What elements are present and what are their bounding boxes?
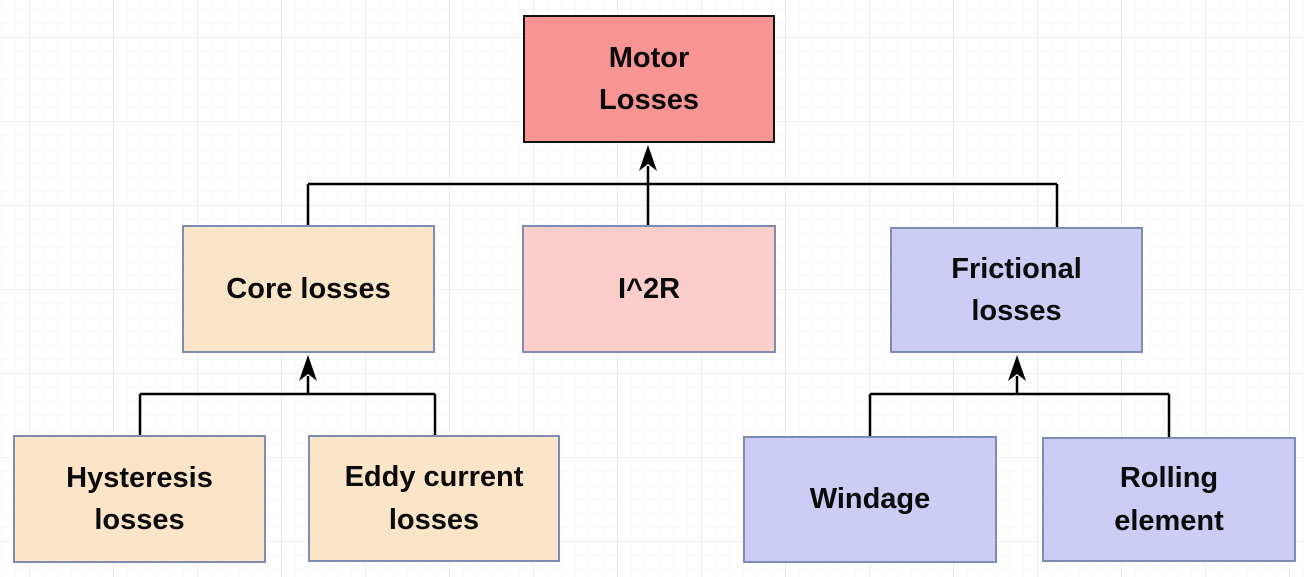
node-core-losses: Core losses bbox=[182, 225, 435, 353]
node-motor-losses-label: Motor Losses bbox=[599, 41, 699, 116]
arrowhead-up-icon bbox=[1008, 355, 1026, 381]
node-windage: Windage bbox=[743, 436, 997, 563]
node-frictional-losses-label: Frictional losses bbox=[951, 252, 1082, 327]
node-hysteresis-losses: Hysteresis losses bbox=[13, 435, 266, 563]
arrowhead-up-icon bbox=[299, 355, 317, 381]
node-rolling-element-label: Rolling element bbox=[1114, 462, 1224, 537]
connector-children-to-core-losses bbox=[138, 355, 437, 435]
node-rolling-element: Rolling element bbox=[1042, 437, 1296, 562]
connector-children-to-motor-losses bbox=[306, 145, 1059, 227]
arrowhead-up-icon bbox=[639, 145, 657, 171]
node-core-losses-label: Core losses bbox=[226, 272, 391, 305]
node-motor-losses: Motor Losses bbox=[523, 15, 775, 143]
node-windage-label: Windage bbox=[809, 483, 931, 516]
node-eddy-current-losses: Eddy current losses bbox=[308, 435, 560, 562]
node-hysteresis-losses-label: Hysteresis losses bbox=[66, 461, 213, 536]
node-eddy-current-losses-label: Eddy current losses bbox=[344, 461, 524, 536]
node-i2r-label: I^2R bbox=[617, 272, 681, 305]
node-i2r: I^2R bbox=[522, 225, 776, 353]
connector-children-to-frictional-losses bbox=[868, 355, 1171, 437]
node-frictional-losses: Frictional losses bbox=[890, 227, 1143, 353]
